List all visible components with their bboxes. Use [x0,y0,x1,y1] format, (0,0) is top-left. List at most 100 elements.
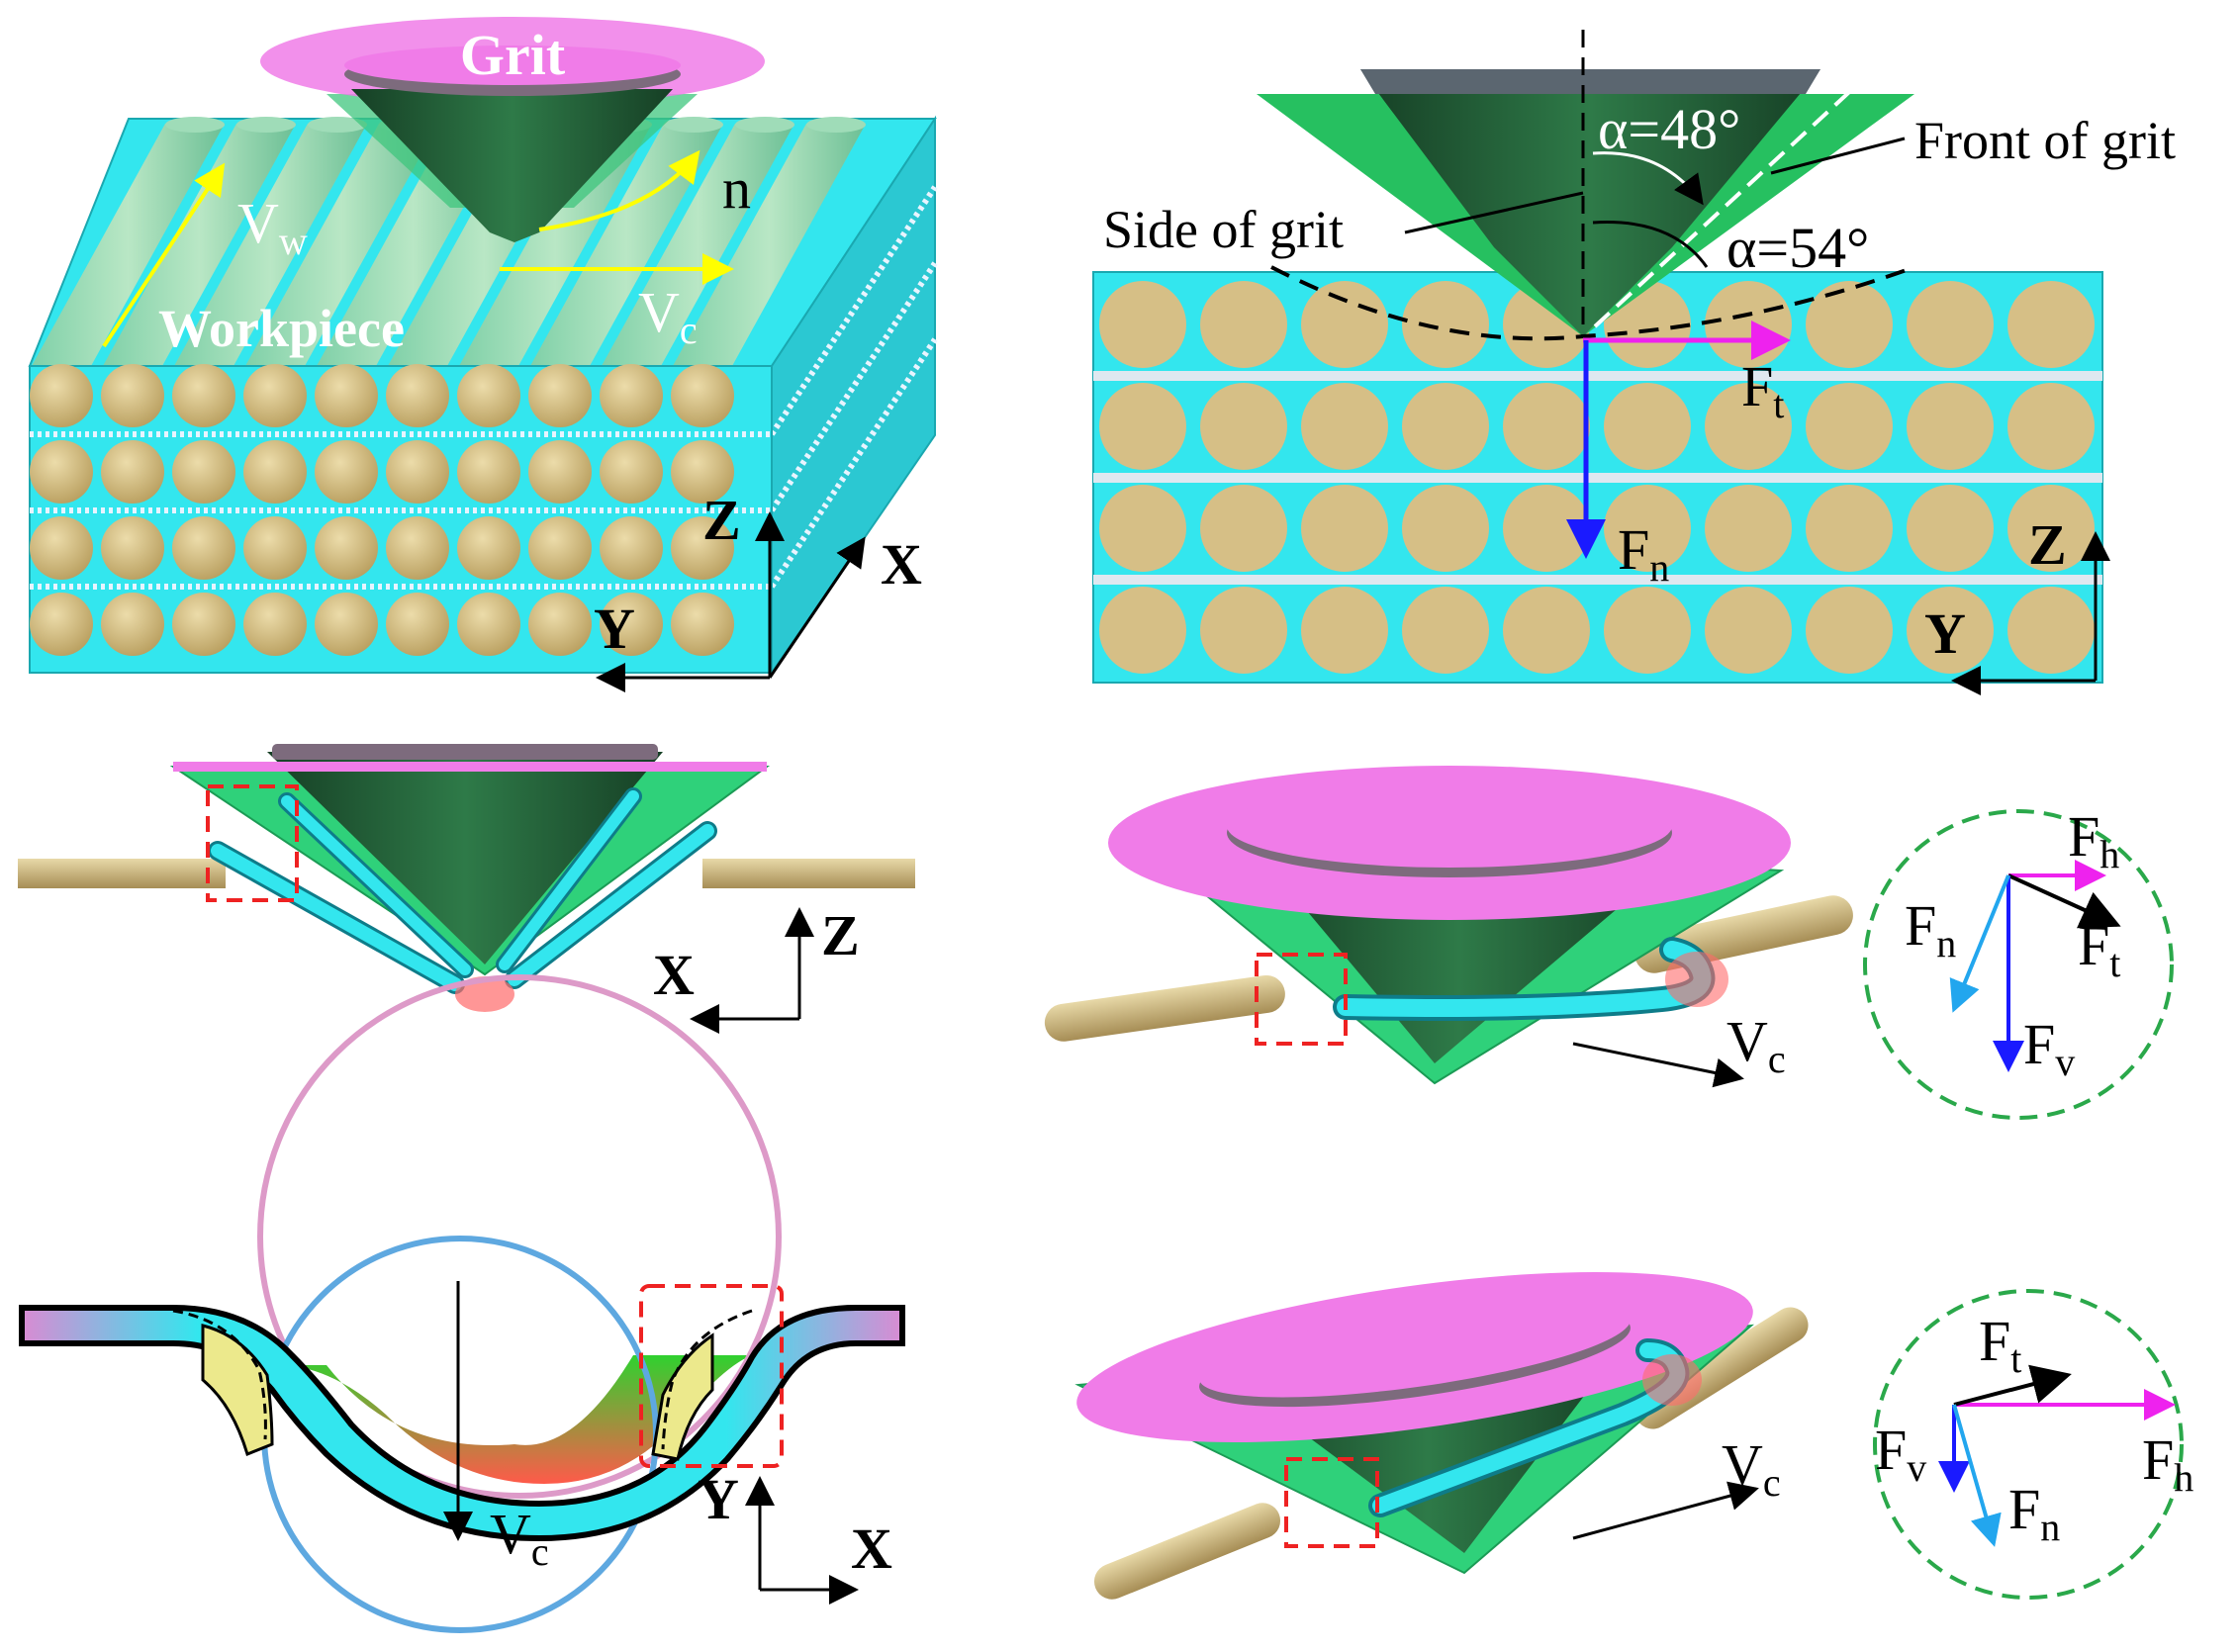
fiber-section [1099,383,1186,470]
fiber-section [2007,383,2095,470]
fiber-left-d [1044,974,1285,1042]
fiber-end [386,364,449,427]
grit-3d [260,17,765,242]
fiber-section [1806,281,1893,368]
contact-arc [1270,265,1915,341]
fiber-top [602,124,794,366]
alpha48-arc [1592,151,1704,206]
grit-core-c [267,752,663,964]
fiber-top-end [308,117,367,133]
fiber-end [386,440,449,504]
fn-arrow-d [1949,874,2010,1013]
fiber-section [1200,587,1287,674]
fiber-end [671,593,734,656]
n-arrow [538,149,700,231]
fiber-top [459,124,652,366]
front-of-grit-label: Front of grit [1914,111,2176,170]
fiber-section [1200,383,1287,470]
fiber-left-c [18,859,226,888]
fiber-end [386,593,449,656]
fiber-end [315,440,378,504]
vc-arrow-d [1572,1042,1744,1088]
ft-label-f: Ft [1979,1309,2021,1381]
fiber-end [528,516,592,580]
fiber-section [1200,485,1287,572]
panel-top-view: Vc Y X [19,974,905,1633]
fiber-section [1604,383,1691,470]
ft-arrow-d [2007,873,2121,929]
axis-x-label-c: X [653,943,695,1007]
alpha54-arc [1592,221,1709,268]
chip-right-e [651,1332,714,1461]
fiber-end [30,593,93,656]
ft-arrow-f [1953,1364,2072,1407]
fiber-section [1301,587,1388,674]
fiber-end [30,440,93,504]
fh-label-f: Fh [2142,1427,2193,1500]
fiber-section [1806,485,1893,572]
side-leader [1404,191,1584,234]
highlight-box-f [1284,1457,1379,1548]
axis-z-label-a: Z [702,488,741,552]
fiber-end [243,440,307,504]
n-label: n [722,156,751,221]
grit-core-b [1360,69,1820,336]
fiber-section [2007,587,2095,674]
fiber-section [1705,383,1792,470]
fiber-section [2007,485,2095,572]
grit-outline-top [257,974,782,1499]
fiber-section [1503,587,1590,674]
side-interlayer [769,185,938,436]
fiber-section [1099,587,1186,674]
alpha48-label: α=48° [1598,97,1740,161]
fiber-end [528,440,592,504]
fiber-top [673,124,866,366]
fiber-end [315,593,378,656]
front-leader [1770,137,1906,175]
axis-x-label-a: X [881,532,922,597]
fiber-end [671,440,734,504]
fiber-section [1907,485,1994,572]
chip-left-e [201,1324,274,1457]
side-interlayer [769,261,938,512]
axis-z-label-b: Z [2028,512,2067,577]
panel-perspective-1: Vc Fh Ft Fn Fv [1044,766,2174,1120]
fiber-top [103,124,296,366]
fiber-section [1604,485,1691,572]
axis-y-label-a: Y [594,597,635,661]
section-interlayer [1093,473,2102,483]
panel-front-view: Z X [18,744,915,1034]
fiber-section [1301,383,1388,470]
fiber-section [1907,587,1994,674]
fiber-top-end [806,117,866,133]
fiber-section [1402,485,1489,572]
fiber-left-f [1093,1503,1281,1600]
highlight-box-e [639,1284,784,1468]
fiber-end [671,364,734,427]
force-circle-d [1863,809,2174,1120]
fiber-end [101,440,164,504]
fiber-section [1402,281,1489,368]
fiber-top-end [236,117,296,133]
fiber-end [243,516,307,580]
highlight-box-d [1255,953,1348,1046]
fiber-section [1705,485,1792,572]
fiber-end [172,364,235,427]
fiber-end [243,364,307,427]
fiber-end [315,364,378,427]
fiber-section [1099,281,1186,368]
axis-x-a [768,536,866,679]
section-layers [1093,281,2102,674]
fiber-end [600,440,663,504]
fn-label-d: Fn [1905,893,1956,965]
vc-arrow-f [1572,1481,1759,1540]
fn-arrow-f [1952,1404,2002,1547]
front-fibers [30,364,772,656]
fiber-section [1402,383,1489,470]
fn-label-b: Fn [1618,517,1669,590]
fiber-end [172,516,235,580]
fiber-top-end [165,117,225,133]
vc-label-e: Vc [490,1502,549,1574]
panel-perspective-2: Vc Ft Fh Fv Fn [1074,1272,2193,1600]
vc-label-f: Vc [1722,1432,1781,1505]
